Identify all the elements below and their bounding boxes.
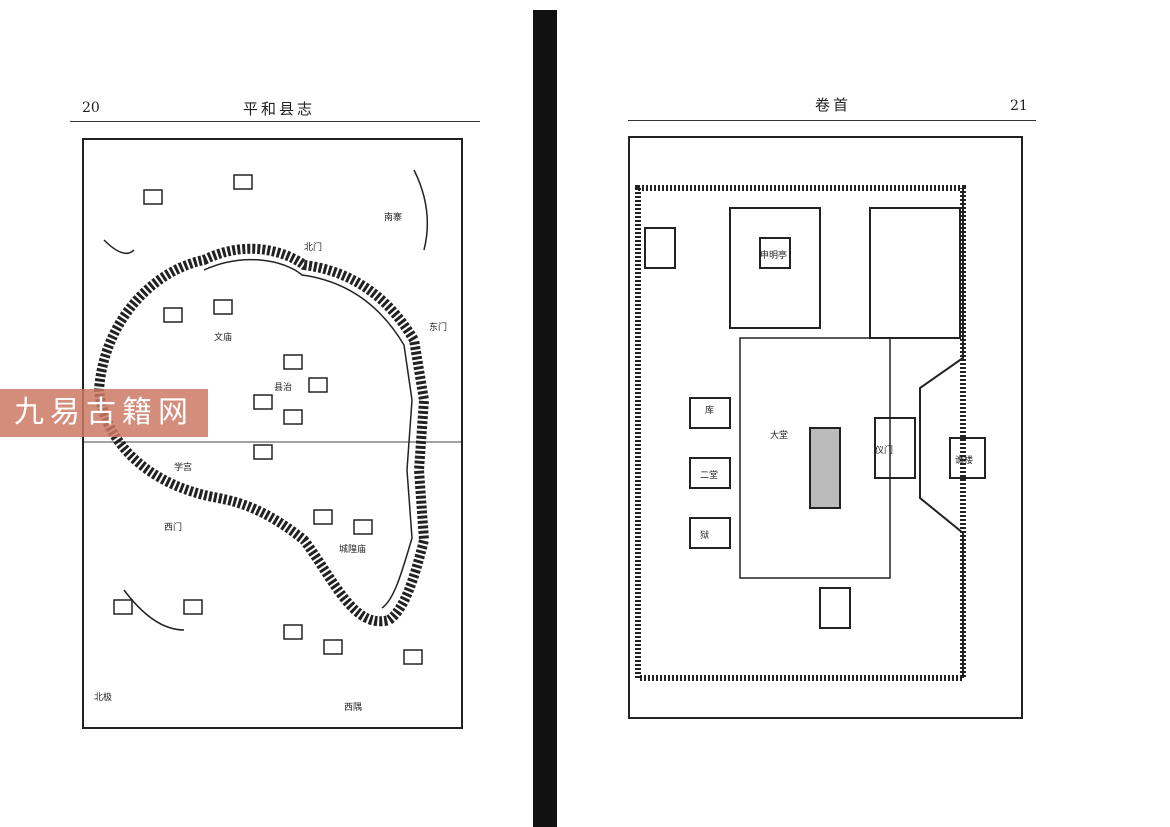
- map-label-shenming: 申明亭: [760, 249, 787, 261]
- watermark: 九易古籍网: [0, 389, 208, 437]
- map-label-yimen: 仪门: [875, 444, 893, 456]
- map-label-ximen: 西门: [164, 521, 182, 533]
- map-label-yu: 狱: [700, 530, 709, 541]
- header-rule-right: [628, 120, 1036, 121]
- book-spine-shadow: [533, 10, 557, 827]
- map-label-beimen: 北门: [304, 241, 322, 253]
- map-label-qiaolou: 谯楼: [955, 454, 973, 466]
- map-label-xianzhi: 县治: [274, 381, 292, 393]
- left-page-number: 20: [82, 100, 100, 116]
- map-label-dongmen: 东门: [429, 321, 447, 333]
- map-label-wenmiao: 文庙: [214, 331, 232, 343]
- map-label-nanzhai: 南寨: [384, 211, 402, 223]
- map-label-xuegong: 学宫: [174, 461, 192, 473]
- yamen-map: 仪门 大堂 二堂 库 狱 谯楼 申明亭: [628, 136, 1023, 719]
- header-rule: [70, 121, 480, 122]
- map-label-ku: 库: [705, 404, 714, 416]
- map-label-beiji: 北极: [94, 691, 112, 703]
- map-label-ertang: 二堂: [700, 469, 718, 481]
- right-page-number: 21: [1010, 98, 1028, 114]
- map-label-xiyu: 西隅: [344, 702, 362, 713]
- left-running-title: 平和县志: [243, 100, 316, 118]
- yamen-drawing: 仪门 大堂 二堂 库 狱 谯楼 申明亭: [635, 185, 986, 681]
- right-running-title: 卷首: [815, 96, 852, 114]
- building-icons: [103, 169, 429, 665]
- map-label-datang: 大堂: [770, 429, 788, 441]
- map-label-chenghuang: 城隍庙: [339, 543, 366, 555]
